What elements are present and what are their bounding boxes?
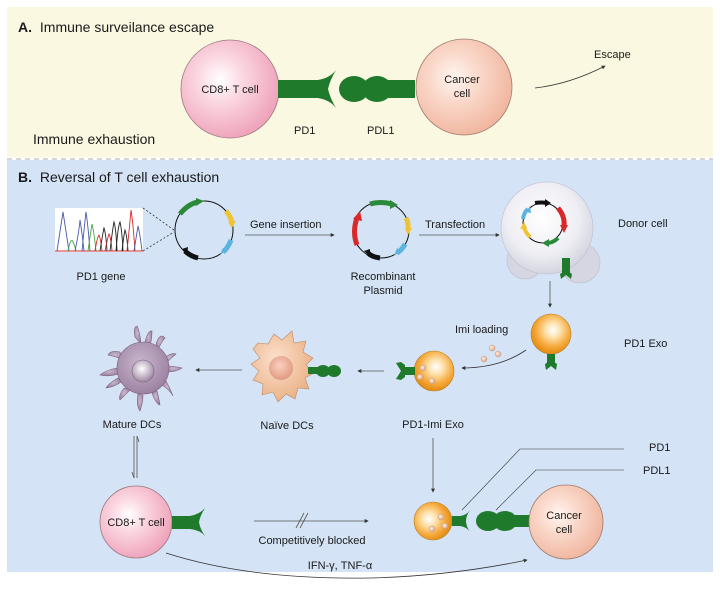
pd1-receptor-b — [172, 508, 205, 536]
pd1-exosome — [530, 313, 572, 370]
t-cell-label-a: CD8+ T cell — [201, 84, 258, 96]
pd1-receptor-a — [278, 70, 336, 108]
immune-exhaustion-caption: Immune exhaustion — [33, 131, 155, 147]
pd1-gene-label: PD1 gene — [77, 271, 126, 283]
panel-b-title-text: Reversal of T cell exhaustion — [40, 169, 219, 185]
panel-b-prefix: B. — [18, 169, 32, 185]
pd1-callout-line — [461, 448, 624, 511]
mature-dcs-label: Mature DCs — [103, 419, 162, 431]
t-cell-panel-b: CD8+ T cell — [99, 485, 173, 559]
cancer-cell-label-a-line1: Cancer — [444, 74, 480, 86]
cancer-cell-label-a-line2: cell — [454, 88, 471, 100]
escape-label: Escape — [594, 49, 631, 61]
pd1-callout-label: PD1 — [649, 442, 670, 454]
t-cell-label-b: CD8+ T cell — [107, 517, 164, 529]
pd1-exo-label: PD1 Exo — [624, 338, 667, 350]
pdl1-callout-line — [495, 469, 624, 511]
pd1-imi-exosome — [396, 350, 455, 392]
cancer-cell-panel-b: Cancer cell — [528, 484, 604, 560]
recombinant-plasmid-label-line1: Recombinant — [351, 271, 416, 283]
competitively-blocked-label: Competitively blocked — [259, 535, 366, 547]
naive-dendritic-cell — [250, 330, 341, 403]
escape-arrow — [534, 65, 606, 89]
imi-loading-label: Imi loading — [455, 324, 508, 336]
gene-insertion-label: Gene insertion — [250, 219, 322, 231]
panel-a-title-text: Immune surveilance escape — [40, 19, 215, 35]
naive-dcs-label: Naïve DCs — [260, 420, 314, 432]
plasmid-vector — [174, 198, 236, 261]
pdl1-ligand-a — [339, 76, 415, 102]
cancer-cell-label-b-line1: Cancer — [546, 510, 582, 522]
cytokines-label: IFN-γ, TNF-α — [308, 560, 373, 572]
panel-a-title: A. Immune surveilance escape — [18, 19, 214, 35]
mature-dendritic-cell — [99, 325, 183, 412]
panel-b-title: B. Reversal of T cell exhaustion — [18, 169, 219, 185]
recombinant-plasmid — [352, 200, 412, 261]
recombinant-plasmid-label-line2: Plasmid — [363, 285, 402, 297]
cancer-cell-label-b-line2: cell — [556, 524, 573, 536]
cancer-cell-panel-a: Cancer cell — [415, 38, 513, 136]
imi-drug-particles — [480, 344, 502, 363]
equilibrium-arrows — [131, 435, 140, 479]
pdl1-callout-label: PDL1 — [643, 465, 671, 477]
transfection-label: Transfection — [425, 219, 485, 231]
pd1-imi-exosome-bound — [413, 501, 470, 541]
pdl1-ligand-b — [476, 511, 530, 531]
pd1-receptor-donor — [560, 258, 572, 279]
t-cell-panel-a: CD8+ T cell — [180, 39, 280, 139]
cytokine-arrow — [165, 552, 528, 579]
pdl1-label-a: PDL1 — [367, 125, 395, 137]
pd1-label-a: PD1 — [294, 125, 315, 137]
imi-loading-arrow — [461, 349, 527, 370]
blocked-marks — [295, 512, 309, 529]
pd1-imi-exo-label: PD1-Imi Exo — [402, 419, 464, 431]
donor-cell-label: Donor cell — [618, 218, 668, 230]
panel-a-prefix: A. — [18, 19, 32, 35]
pd1-gene-chromatogram — [55, 208, 143, 252]
